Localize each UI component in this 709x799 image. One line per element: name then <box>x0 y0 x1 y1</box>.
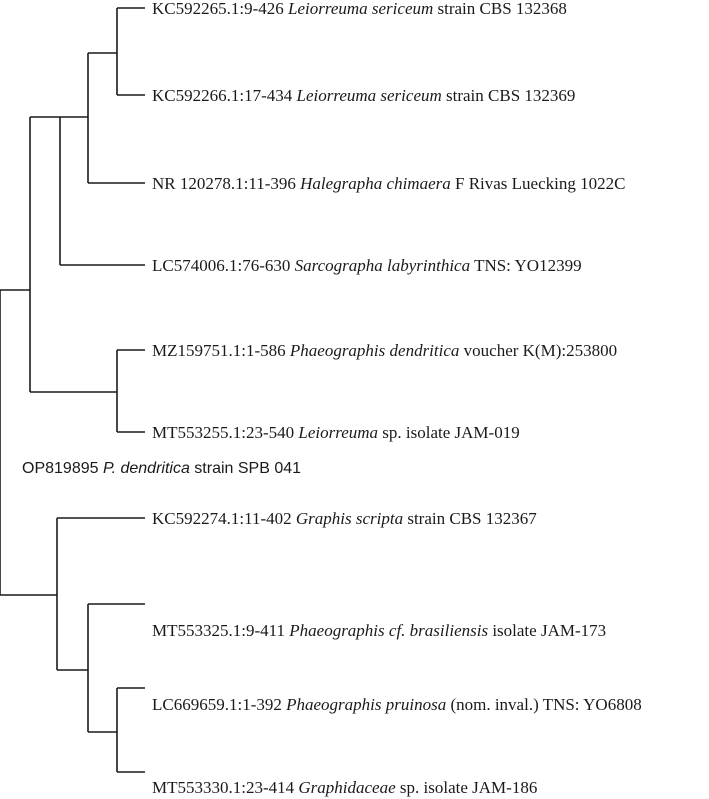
leaf-accession: MT553255.1:23-540 <box>152 423 294 442</box>
leaf-taxon: Leiorreuma sericeum <box>287 0 433 18</box>
leaf-accession: MT553325.1:9-411 <box>152 621 285 640</box>
leaf-accession: NR 120278.1:11-396 <box>152 174 296 193</box>
leaf-detail: voucher K(M):253800 <box>464 341 617 360</box>
query-taxon: P. dendritica <box>103 460 190 477</box>
leaf-detail: isolate JAM-173 <box>492 621 606 640</box>
leaf-label-5: MZ159751.1:1-586 Phaeographis dendritica… <box>152 341 617 360</box>
leaf-label-4: LC574006.1:76-630 Sarcographa labyrinthi… <box>152 256 582 275</box>
leaf-accession: LC669659.1:1-392 <box>152 695 282 714</box>
leaf-detail: strain CBS 132369 <box>446 86 575 105</box>
leaf-taxon: Graphidaceae <box>298 778 396 797</box>
leaf-detail: strain CBS 132368 <box>438 0 567 18</box>
leaf-accession: KC592265.1:9-426 <box>152 0 284 18</box>
tree-branches <box>0 7 145 773</box>
leaf-detail: sp. isolate JAM-019 <box>382 423 519 442</box>
query-id: OP819895 <box>22 460 99 477</box>
leaf-label-9: LC669659.1:1-392 Phaeographis pruinosa (… <box>152 695 642 714</box>
query-detail: strain SPB 041 <box>194 460 301 477</box>
leaf-accession: KC592274.1:11-402 <box>152 509 292 528</box>
leaf-accession: MZ159751.1:1-586 <box>152 341 286 360</box>
leaf-detail: (nom. inval.) TNS: YO6808 <box>450 695 641 714</box>
leaf-taxon: Graphis scripta <box>296 509 403 528</box>
leaf-label-10: MT553330.1:23-414 Graphidaceae sp. isola… <box>152 778 537 797</box>
leaf-label-3: NR 120278.1:11-396 Halegrapha chimaera F… <box>152 174 625 193</box>
leaf-taxon: Phaeographis pruinosa <box>285 695 446 714</box>
leaf-taxon: Leiorreuma sericeum <box>296 86 442 105</box>
leaf-detail: strain CBS 132367 <box>407 509 537 528</box>
leaf-taxon: Sarcographa labyrinthica <box>295 256 471 275</box>
leaf-label-8: MT553325.1:9-411 Phaeographis cf. brasil… <box>152 621 606 640</box>
leaf-taxon: Phaeographis cf. brasiliensis <box>288 621 488 640</box>
leaf-accession: MT553330.1:23-414 <box>152 778 295 797</box>
leaf-taxon: Leiorreuma <box>297 423 378 442</box>
leaf-taxon: Phaeographis dendritica <box>289 341 460 360</box>
leaf-taxon: Halegrapha chimaera <box>299 174 451 193</box>
leaf-labels: KC592265.1:9-426 Leiorreuma sericeum str… <box>152 0 642 797</box>
query-sequence-label: OP819895 P. dendritica strain SPB 041 <box>22 460 301 477</box>
leaf-accession: LC574006.1:76-630 <box>152 256 290 275</box>
leaf-detail: F Rivas Luecking 1022C <box>455 174 625 193</box>
leaf-detail: TNS: YO12399 <box>474 256 582 275</box>
leaf-label-7: KC592274.1:11-402 Graphis scripta strain… <box>152 509 537 528</box>
leaf-label-1: KC592265.1:9-426 Leiorreuma sericeum str… <box>152 0 567 18</box>
leaf-label-2: KC592266.1:17-434 Leiorreuma sericeum st… <box>152 86 575 105</box>
leaf-detail: sp. isolate JAM-186 <box>400 778 537 797</box>
leaf-accession: KC592266.1:17-434 <box>152 86 293 105</box>
leaf-label-6: MT553255.1:23-540 Leiorreuma sp. isolate… <box>152 423 520 442</box>
